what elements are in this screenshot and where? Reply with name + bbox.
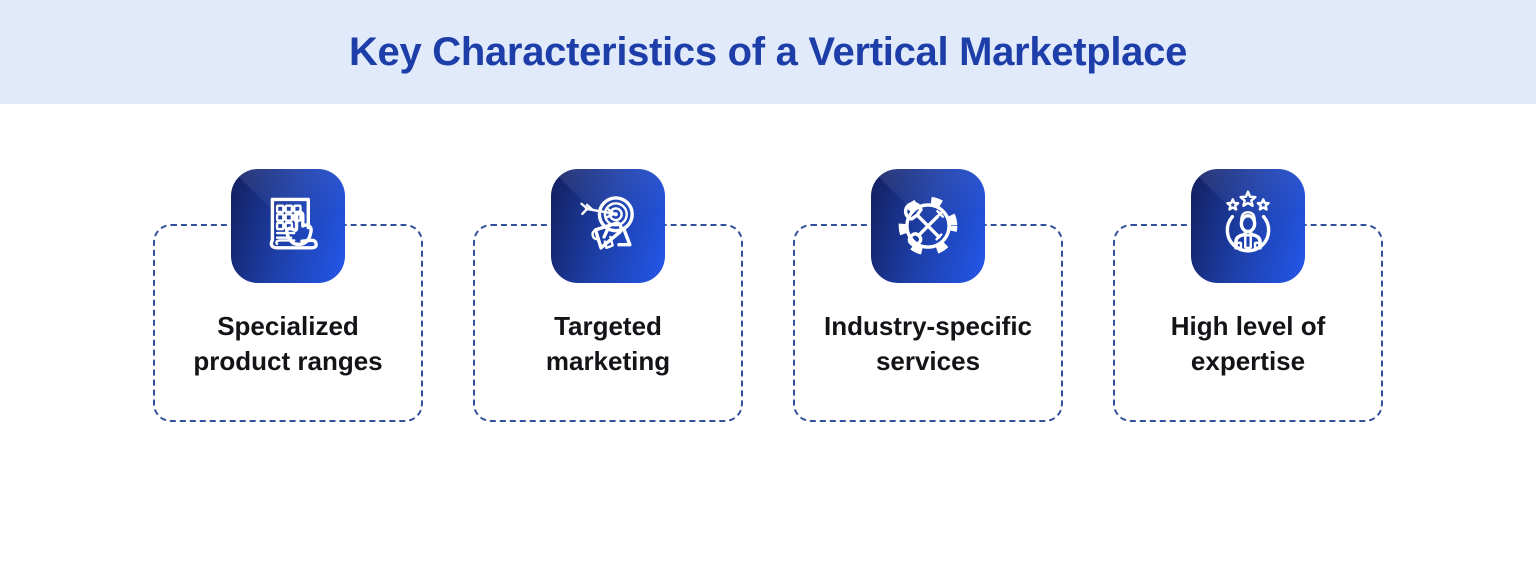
card-label: Industry-specific services [823,311,1033,376]
page-title: Key Characteristics of a Vertical Market… [348,29,1188,74]
target-megaphone-icon [551,169,665,283]
card-label: Targeted marketing [545,311,671,376]
gear-tools-icon [889,187,967,265]
card-label: Specialized product ranges [193,311,383,376]
product-catalog-icon [231,169,345,283]
card-specialized-product-ranges: Specialized product ranges [153,169,423,422]
cards-row: Specialized product ranges [0,169,1536,422]
card-targeted-marketing: Targeted marketing [473,169,743,422]
card-high-level-of-expertise: High level of expertise [1113,169,1383,422]
gear-tools-icon [871,169,985,283]
expert-stars-icon [1209,190,1287,265]
target-megaphone-icon [569,187,647,265]
expert-stars-icon [1191,169,1305,283]
header-band: Key Characteristics of a Vertical Market… [0,0,1536,104]
product-catalog-icon [249,187,327,265]
card-label: High level of expertise [1170,311,1326,376]
card-industry-specific-services: Industry-specific services [793,169,1063,422]
